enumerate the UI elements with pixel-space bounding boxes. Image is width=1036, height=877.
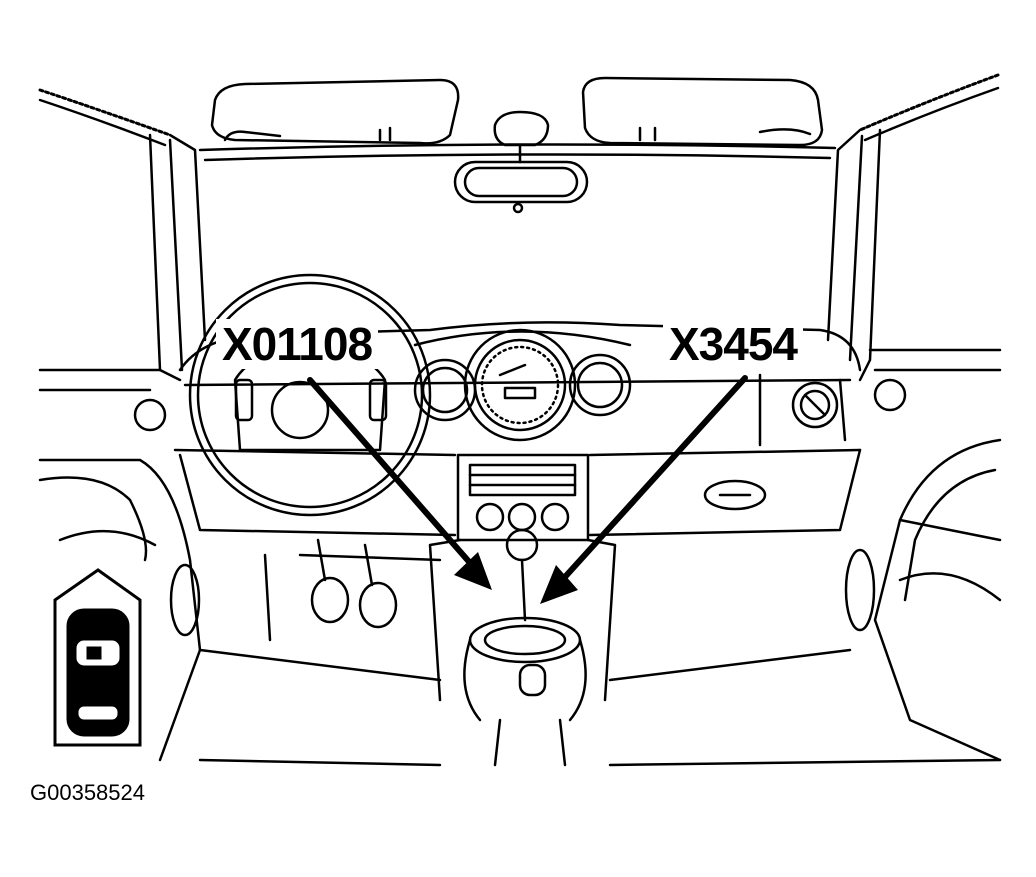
floor xyxy=(198,648,1002,767)
door-right xyxy=(844,438,1002,762)
gear-shifter xyxy=(463,558,587,767)
callout-label-x01108: X01108 xyxy=(216,319,379,369)
figure-id-label: G00358524 xyxy=(30,780,145,805)
glovebox-latch xyxy=(703,479,767,511)
callout-label-x3454: X3454 xyxy=(663,319,804,369)
a-pillar-right xyxy=(848,128,1002,382)
callout-arrows xyxy=(307,375,748,591)
door-left xyxy=(38,458,202,762)
sun-visor-left xyxy=(210,78,460,145)
pedals xyxy=(263,538,442,642)
vehicle-top-view-icon xyxy=(53,568,142,747)
rear-view-mirror xyxy=(453,110,589,214)
sun-visor-right xyxy=(581,76,824,147)
arrow-heads xyxy=(454,552,578,604)
instrument-cluster xyxy=(413,328,632,442)
dash-vent-right xyxy=(133,378,907,432)
a-pillar-left xyxy=(38,133,184,392)
